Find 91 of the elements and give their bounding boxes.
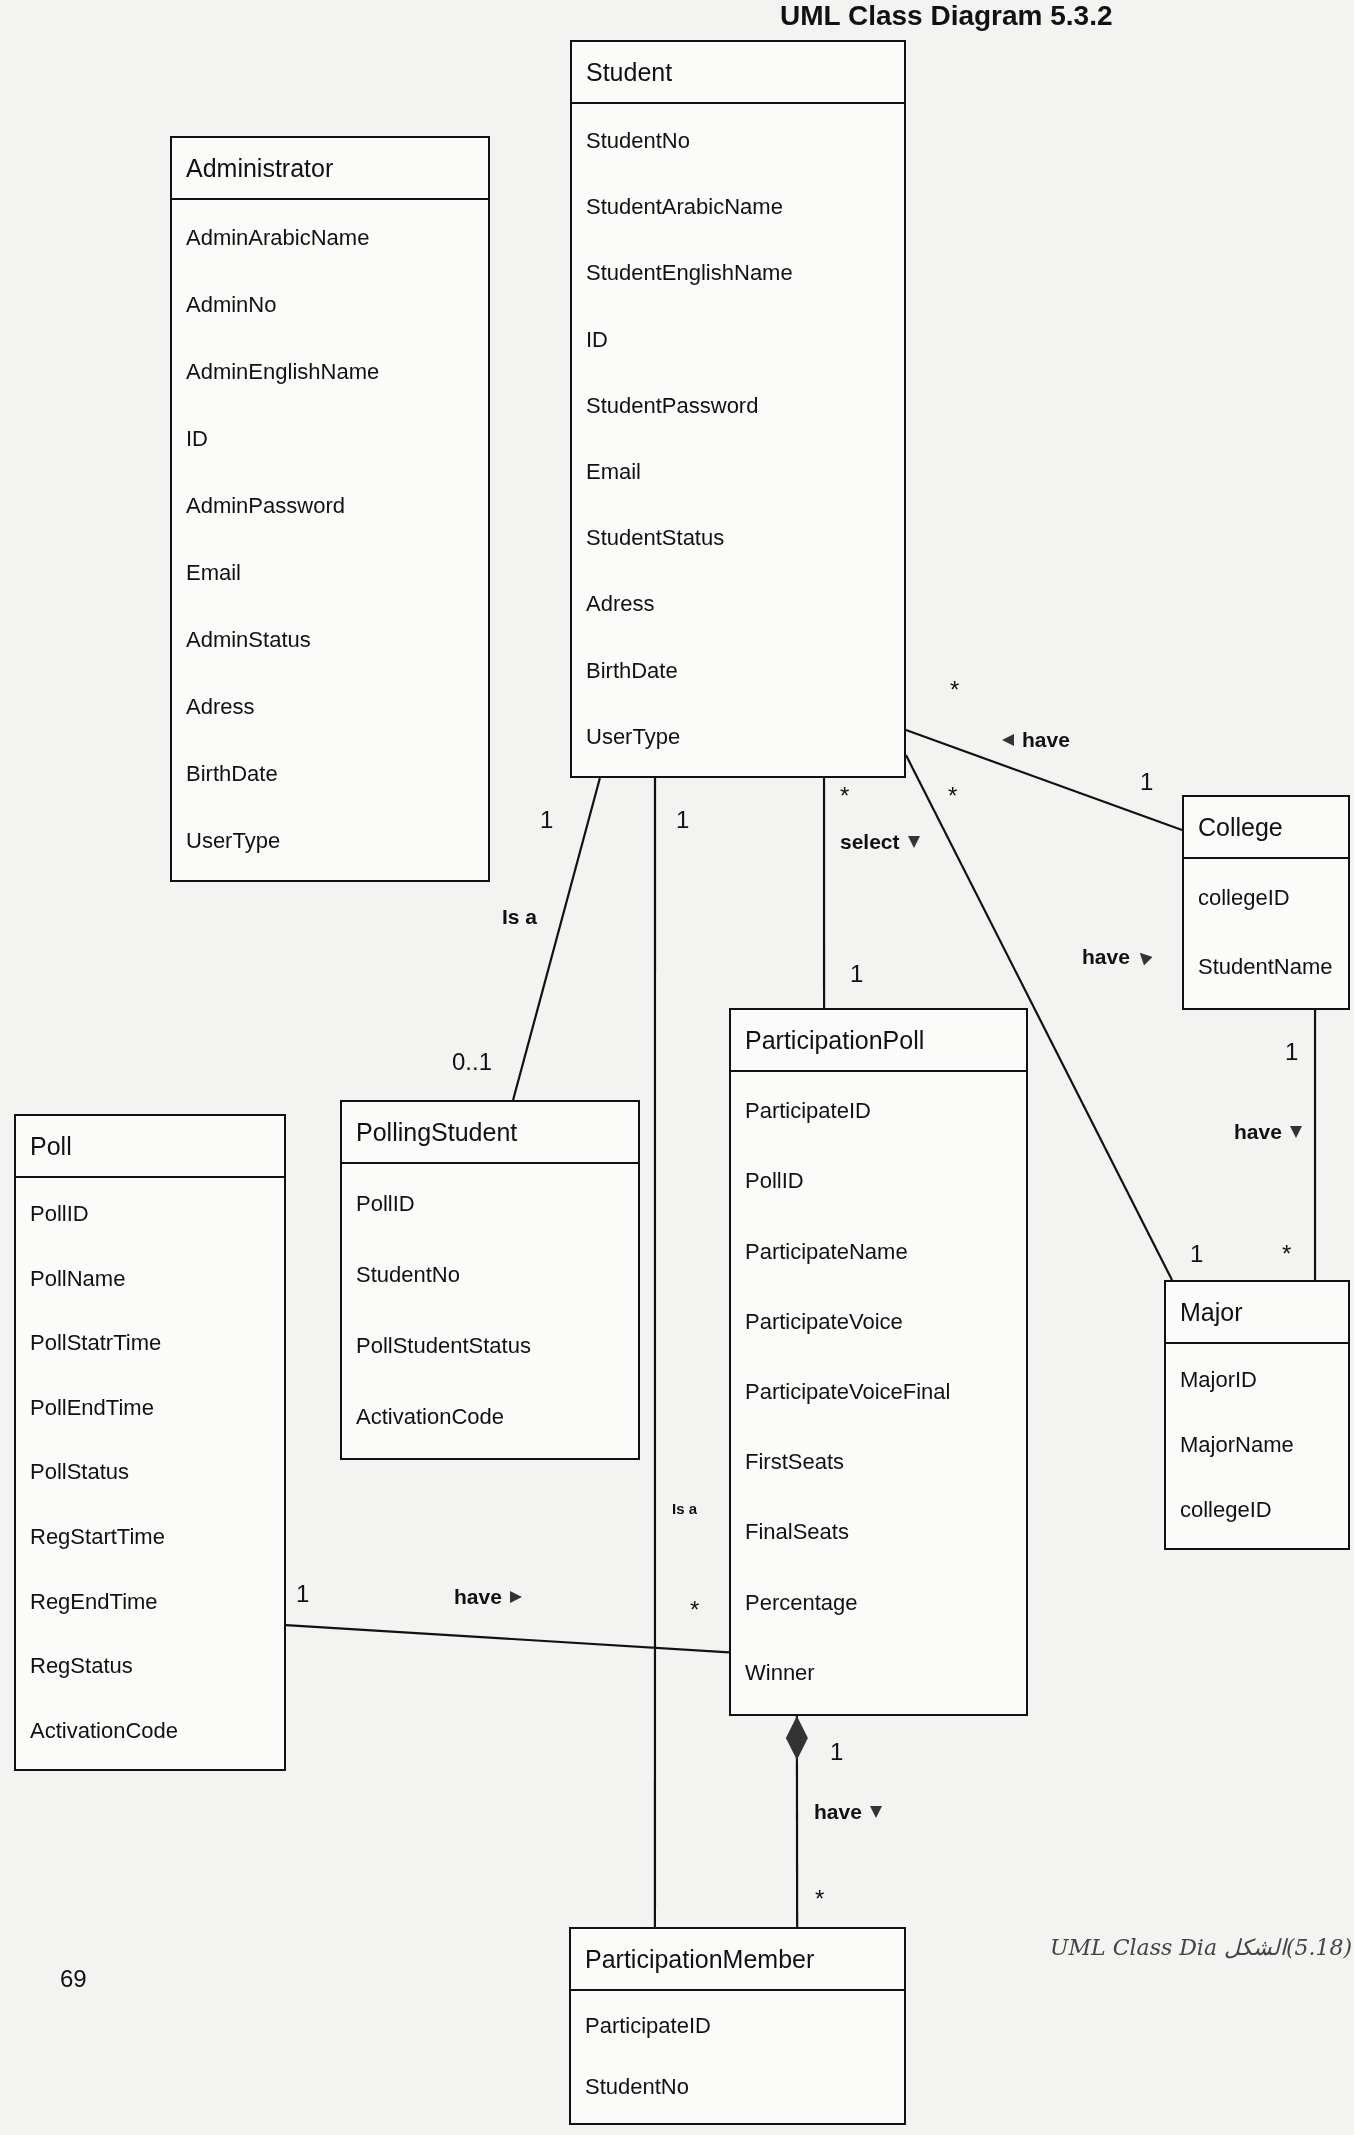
attribute-text: collegeID: [1180, 1496, 1272, 1523]
attribute-text: PollEndTime: [30, 1394, 154, 1421]
diagram-title: UML Class Diagram 5.3.2: [780, 0, 1113, 32]
multiplicity-label: 1: [676, 806, 690, 834]
class-name: ParticipationMember: [585, 1944, 815, 1974]
multiplicity-label: 1: [1190, 1240, 1204, 1268]
class-name: Poll: [30, 1131, 72, 1161]
attribute-text: AdminStatus: [186, 626, 311, 653]
multiplicity-label: *: [815, 1885, 825, 1913]
attribute-text: BirthDate: [186, 760, 278, 787]
attribute-text: PollID: [745, 1168, 804, 1195]
attribute-text: RegStatus: [30, 1653, 133, 1680]
attribute-text: Email: [586, 459, 641, 486]
attribute-text: ParticipateVoice: [745, 1308, 903, 1335]
attribute-text: StudentArabicName: [586, 194, 783, 221]
multiplicity-label: *: [1282, 1240, 1292, 1268]
attribute-text: PollName: [30, 1265, 126, 1292]
composition-line: [785, 1716, 808, 1927]
multiplicity-label: *: [840, 782, 850, 810]
class-box: [1164, 1280, 1350, 1550]
attribute-text: StudentNo: [356, 1261, 460, 1288]
attribute-text: ParticipateVoiceFinal: [745, 1379, 951, 1405]
class-box: [14, 1114, 286, 1771]
attribute-text: ID: [586, 326, 608, 353]
figure-caption: (5.18)الشكل UML Class Dia: [1050, 1935, 1353, 1960]
association-line: [905, 754, 1173, 1281]
multiplicity-label: *: [690, 1596, 700, 1624]
attribute-text: RegStartTime: [30, 1524, 165, 1550]
attribute-text: ActivationCode: [30, 1717, 178, 1744]
multiplicity-label: 1: [850, 960, 864, 988]
attribute-text: MajorName: [1180, 1432, 1294, 1458]
class-box: [569, 1927, 906, 2125]
attribute-text: collegeID: [1198, 884, 1290, 911]
association-line: [1313, 1010, 1317, 1280]
attribute-text: Adress: [586, 591, 655, 618]
class-box: [570, 40, 906, 778]
attribute-text: Adress: [186, 693, 255, 720]
multiplicity-label: *: [950, 676, 960, 704]
attribute-text: PollStatus: [30, 1459, 130, 1486]
attribute-text: ParticipateName: [745, 1238, 908, 1265]
attribute-text: UserType: [186, 827, 281, 854]
attribute-text: ParticipateID: [585, 2012, 711, 2039]
multiplicity-label: 1: [1285, 1038, 1299, 1066]
attribute-text: ID: [186, 425, 208, 452]
multiplicity-label: 0..1: [452, 1048, 493, 1076]
multiplicity-label: 1: [830, 1738, 844, 1766]
attribute-text: RegEndTime: [30, 1588, 158, 1615]
attribute-text: FinalSeats: [745, 1519, 849, 1546]
attribute-text: ParticipateID: [745, 1098, 871, 1125]
attribute-text: BirthDate: [586, 657, 678, 684]
page-number: 69: [60, 1965, 87, 1993]
attribute-text: StudentName: [1198, 954, 1333, 981]
class-name: Administrator: [186, 153, 334, 183]
attribute-text: PollStatrTime: [30, 1330, 162, 1357]
class-name: PollingStudent: [356, 1117, 518, 1147]
attribute-text: FirstSeats: [745, 1449, 845, 1476]
attribute-text: AdminNo: [186, 291, 277, 318]
class-name: Major: [1180, 1297, 1243, 1327]
attribute-text: PollStudentStatus: [356, 1332, 531, 1359]
multiplicity-label: 1: [296, 1580, 310, 1608]
association-line: [512, 777, 601, 1101]
attribute-text: AdminArabicName: [186, 224, 370, 251]
class-name: Student: [586, 57, 673, 87]
attribute-text: MajorID: [1180, 1367, 1257, 1394]
multiplicity-label: *: [948, 782, 958, 810]
association-line: [905, 729, 1183, 832]
attribute-text: ActivationCode: [356, 1403, 504, 1430]
class-box: [1182, 795, 1350, 1010]
class-box: [340, 1100, 640, 1460]
multiplicity-label: 1: [1140, 768, 1154, 796]
attribute-text: StudentNo: [585, 2073, 689, 2100]
class-box: [170, 136, 490, 882]
attribute-text: PollID: [30, 1201, 89, 1228]
multiplicity-label: 1: [540, 806, 554, 834]
class-name: College: [1198, 812, 1283, 842]
association-line: [653, 778, 657, 1927]
association-line: [822, 778, 826, 1008]
attribute-text: StudentEnglishName: [586, 260, 793, 287]
attribute-text: StudentPassword: [586, 392, 759, 419]
attribute-text: StudentStatus: [586, 525, 725, 552]
attribute-text: Winner: [745, 1659, 815, 1686]
class-name: ParticipationPoll: [745, 1025, 925, 1055]
attribute-text: PollID: [356, 1190, 415, 1217]
class-box: [729, 1008, 1028, 1716]
attribute-text: AdminPassword: [186, 492, 345, 519]
attribute-text: StudentNo: [586, 128, 690, 155]
attribute-text: Percentage: [745, 1589, 858, 1616]
attribute-text: Email: [186, 559, 241, 586]
attribute-text: AdminEnglishName: [186, 358, 380, 385]
attribute-text: UserType: [586, 723, 681, 750]
association-line: [285, 1624, 730, 1654]
